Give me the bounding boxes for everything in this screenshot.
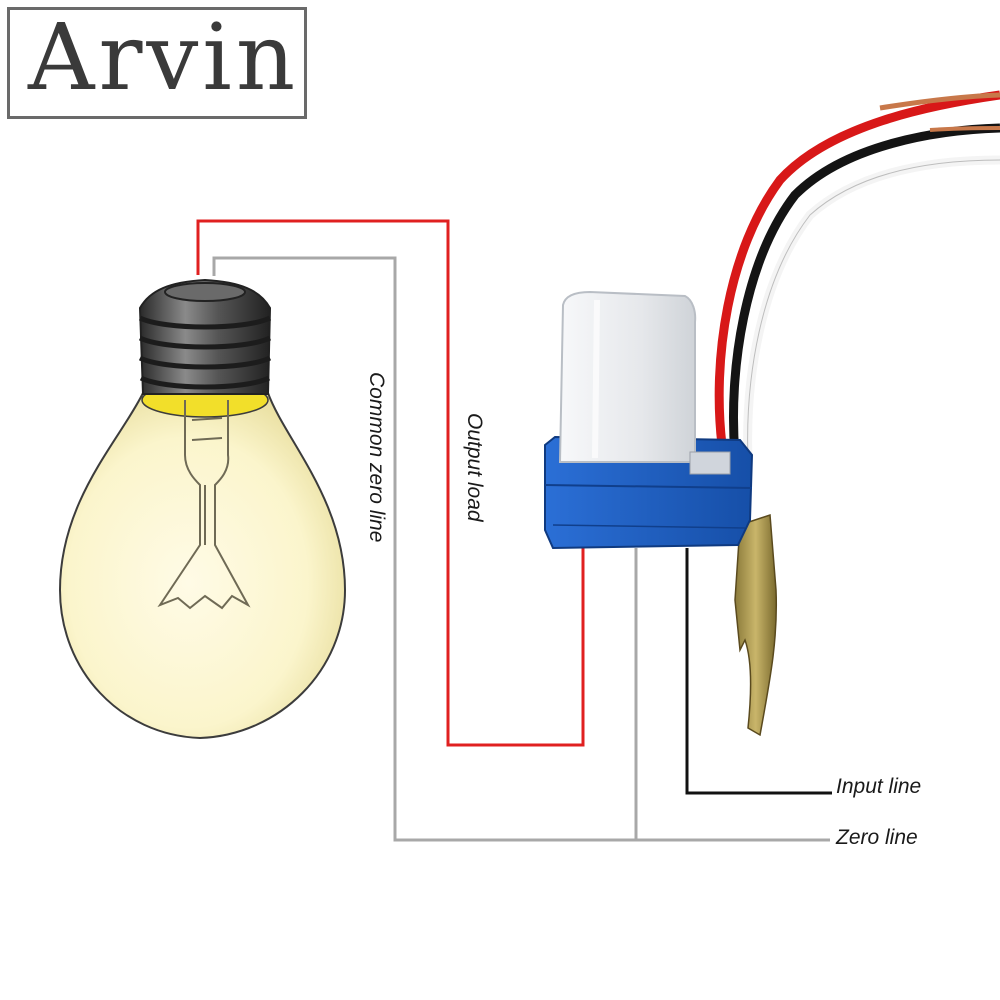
- mounting-bracket-icon: [734, 513, 778, 737]
- input-line-label: Input line: [836, 775, 922, 798]
- zero-wire: [212, 256, 830, 842]
- brand-logo-text: Arvin: [28, 4, 300, 111]
- output-load-label: Output load: [463, 413, 486, 522]
- zero-line-label: Zero line: [836, 826, 918, 849]
- output-load-wire: [196, 219, 585, 747]
- common-zero-line-label: Common zero line: [365, 372, 388, 543]
- input-wire: [685, 548, 832, 795]
- photo-sensor-switch-icon: [544, 90, 1000, 737]
- light-bulb-icon: [58, 278, 347, 740]
- brand-logo: Arvin: [7, 4, 307, 119]
